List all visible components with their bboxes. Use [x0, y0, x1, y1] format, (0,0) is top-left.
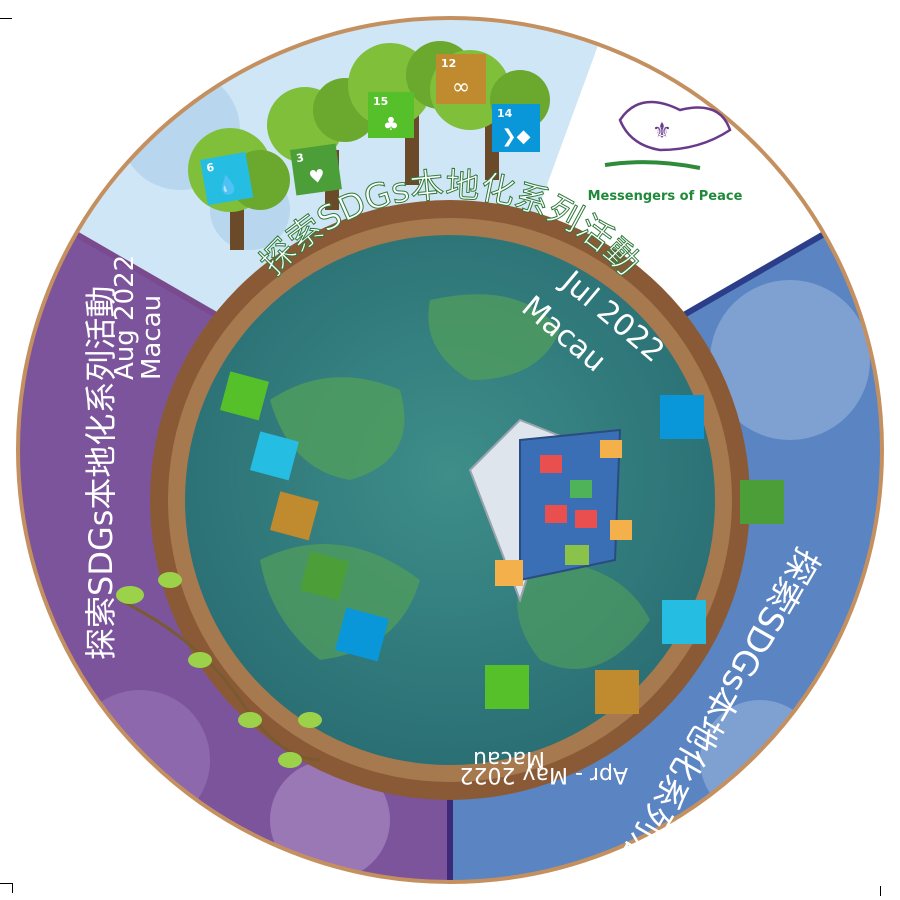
sdg-icon-15: [485, 665, 529, 709]
sdg-icon-12: 12 ∞: [436, 54, 486, 104]
fleur-decor: [710, 280, 870, 440]
continent: [517, 560, 650, 669]
water-drop-icon: 💧: [215, 173, 241, 199]
leaf-decor: [116, 572, 322, 768]
fleur-decor: [70, 690, 210, 830]
sdg-icon-14: 14 ❯◆: [492, 104, 540, 152]
fish-icon: ❯◆: [502, 126, 531, 147]
left-place: Macau: [137, 295, 167, 380]
crop-mark-bottom-right: [880, 886, 881, 896]
crop-mark-top-left: [0, 18, 12, 19]
logo-caption: Messengers of Peace: [588, 189, 743, 204]
svg-text:6: 6: [205, 161, 215, 175]
right-place: Macau: [473, 746, 545, 771]
svg-text:15: 15: [373, 95, 388, 108]
left-title: 探索SDGs本地化系列活動: [82, 286, 120, 660]
sdg-icon-3: [740, 480, 784, 524]
sdg-icon-6: [250, 431, 299, 481]
infinity-icon: ∞: [452, 75, 470, 100]
fleur-de-lis-icon: ⚜: [652, 119, 672, 144]
continent: [270, 377, 405, 480]
fleur-decor: [270, 760, 390, 880]
sdg-icon-12: [595, 670, 639, 714]
svg-text:12: 12: [441, 57, 456, 70]
sdg-icon-15: 15 ♣: [368, 92, 414, 138]
sdg-icon-6: [662, 600, 706, 644]
right-date: Apr - May 2022: [460, 762, 628, 787]
sdg-icon-14: [335, 607, 389, 662]
sdg-icon-3: 3 ♥: [290, 143, 342, 196]
svg-text:3: 3: [295, 151, 304, 165]
outer-ring: [16, 16, 884, 884]
crop-mark-bottom-left: [0, 883, 12, 884]
heartbeat-icon: ♥: [308, 165, 327, 188]
svg-text:14: 14: [497, 107, 513, 120]
sdg-icon-15: [220, 371, 269, 421]
sdg-icon-3: [300, 551, 349, 601]
sdg-icon-12: [270, 491, 319, 541]
crop-mark-bottom-left-v: [12, 883, 13, 893]
continent: [428, 294, 560, 380]
sdg-icon-14: [660, 395, 704, 439]
sdg-icon-6: 6 💧: [200, 152, 254, 206]
tree-icon: ♣: [383, 114, 399, 135]
left-date: Aug 2022: [110, 255, 140, 380]
laptop-illustration: [468, 418, 632, 604]
messengers-of-peace-logo: ⚜ Messengers of Peace: [588, 100, 743, 204]
